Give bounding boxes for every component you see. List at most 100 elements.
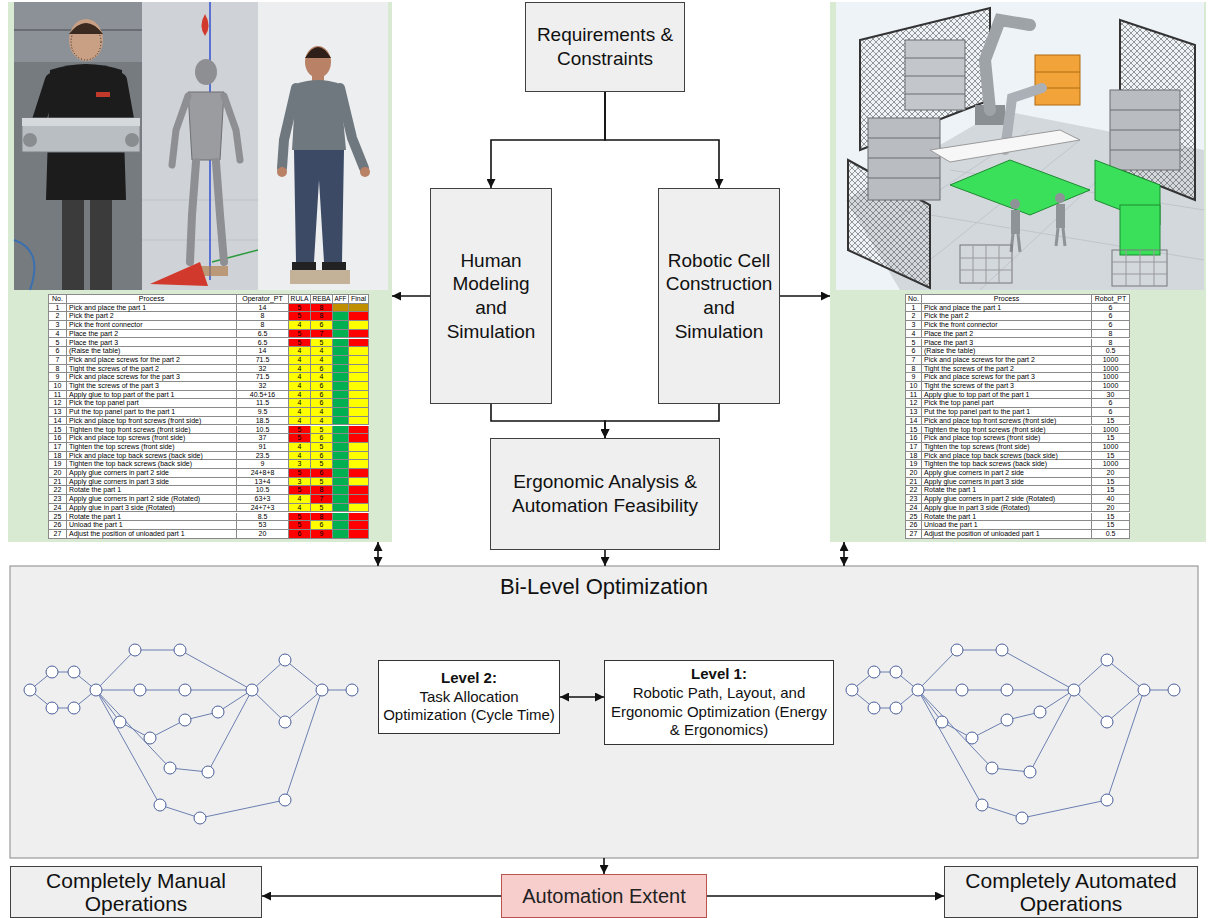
human-photo — [14, 29, 142, 31]
table-cell: 6 — [311, 365, 333, 374]
table-cell: 7 — [311, 330, 333, 339]
table-cell: Pick and place screws for the part 3 — [67, 373, 237, 382]
color-cell — [333, 478, 349, 487]
table-cell: 13+4 — [237, 478, 289, 487]
robotic-cell-render — [1035, 72, 1080, 88]
cell-text: Pick and place the part 1 — [69, 304, 146, 312]
table-cell: Pick the part 2 — [67, 312, 237, 321]
table-cell: 4 — [289, 321, 311, 330]
connector-arrow — [491, 404, 605, 438]
cell-text: Place the part 3 — [69, 339, 118, 347]
cell-text: 6 — [320, 391, 324, 399]
table-cell: 8 — [311, 312, 333, 321]
cell-text: Pick the top panel part — [69, 399, 139, 407]
human-photo — [120, 80, 130, 136]
table-cell: No. — [49, 295, 67, 304]
cell-text: 4 — [298, 391, 302, 399]
precedence-graph — [179, 714, 191, 726]
table-cell: 4 — [289, 391, 311, 400]
cell-text: 1000 — [1103, 460, 1119, 468]
table-cell: Tighten the top back screws (back side) — [922, 460, 1092, 469]
table-cell: 63+3 — [237, 495, 289, 504]
table-cell: 23 — [906, 495, 922, 504]
human-photo — [71, 24, 101, 60]
cell-text: 4 — [298, 417, 302, 425]
table-cell: 5 — [289, 434, 311, 443]
robotic-cell-render — [905, 40, 965, 110]
cell-text: Pick the front connector — [924, 321, 998, 329]
cell-text: Pick and place top back screws (back sid… — [924, 452, 1058, 460]
table-cell: 5 — [289, 469, 311, 478]
cell-text: Put the top panel part to the part 1 — [69, 408, 175, 416]
robotic-cell-render — [860, 8, 990, 150]
table-cell: Tighten the top front screws (front side… — [67, 426, 237, 435]
precedence-graph — [194, 812, 206, 824]
table-cell: 12 — [49, 399, 67, 408]
color-cell — [349, 321, 369, 330]
node-label: Automation Extent — [504, 885, 704, 907]
cell-text: REBA — [313, 295, 331, 303]
table-cell: 8 — [237, 312, 289, 321]
table-cell: 27 — [906, 530, 922, 539]
cell-text: (Raise the table) — [69, 347, 120, 355]
table-cell: 5 — [311, 339, 333, 348]
cell-text: 12 — [54, 399, 62, 407]
cell-text: 25 — [910, 513, 918, 521]
cell-text: Rotate the part 1 — [69, 513, 121, 521]
cell-text: 5 — [298, 304, 302, 312]
cell-text: 1000 — [1103, 382, 1119, 390]
color-cell — [349, 521, 369, 530]
cell-text: 30 — [1107, 391, 1115, 399]
mannequin-model — [150, 262, 208, 286]
cell-text: 14 — [910, 417, 918, 425]
cell-text: 32 — [259, 382, 267, 390]
mannequin-model — [202, 14, 209, 36]
table-cell: 2 — [906, 312, 922, 321]
cell-text: 6 — [320, 321, 324, 329]
cell-text: 6 — [56, 347, 60, 355]
cell-text: 24 — [910, 504, 918, 512]
cell-text: 5 — [298, 426, 302, 434]
color-cell — [333, 382, 349, 391]
table-cell: 9 — [906, 373, 922, 382]
table-cell: Tighten the top back screws (back side) — [67, 460, 237, 469]
cell-text: 12 — [910, 399, 918, 407]
table-cell: 5 — [906, 339, 922, 348]
robotic-cell-render — [1095, 160, 1160, 225]
color-cell — [333, 373, 349, 382]
table-cell: 91 — [237, 443, 289, 452]
panel-ground — [830, 2, 1206, 542]
table-cell: 18.5 — [237, 417, 289, 426]
robotic-cell-render — [975, 105, 1005, 125]
table-cell: Robot_PT — [1092, 295, 1130, 304]
cell-text: 1000 — [1103, 426, 1119, 434]
cell-text: 15 — [910, 426, 918, 434]
table-cell: Rotate the part 1 — [922, 486, 1092, 495]
cell-text: Place the part 2 — [69, 330, 118, 338]
table-cell: 6 — [1092, 312, 1130, 321]
cell-text: 4 — [912, 330, 916, 338]
table-cell: 8 — [237, 321, 289, 330]
table-cell: Pick the top panel part — [922, 399, 1092, 408]
table-cell: Apply glue corners in part 2 side (Rotat… — [922, 495, 1092, 504]
table-cell: 6 — [311, 391, 333, 400]
table-cell: 8.5 — [237, 513, 289, 522]
table-cell: 1 — [49, 304, 67, 313]
table-cell: 6 — [311, 452, 333, 461]
cell-text: 3 — [56, 321, 60, 329]
cell-text: Process — [139, 295, 164, 303]
precedence-graph — [24, 644, 358, 824]
color-cell — [333, 495, 349, 504]
table-cell: 53 — [237, 521, 289, 530]
digital-human — [282, 88, 296, 168]
cell-text: 15 — [1107, 521, 1115, 529]
table-cell: 6 — [49, 347, 67, 356]
process-box: Human Modeling and Simulation — [430, 188, 552, 404]
human-photo — [34, 80, 52, 136]
human-photo — [69, 23, 103, 34]
table-cell: 15 — [906, 426, 922, 435]
cell-text: 40.5+16 — [250, 391, 276, 399]
cell-text: 6 — [298, 530, 302, 538]
robotic-cell-render — [1005, 88, 1042, 150]
cell-text: 5 — [320, 426, 324, 434]
